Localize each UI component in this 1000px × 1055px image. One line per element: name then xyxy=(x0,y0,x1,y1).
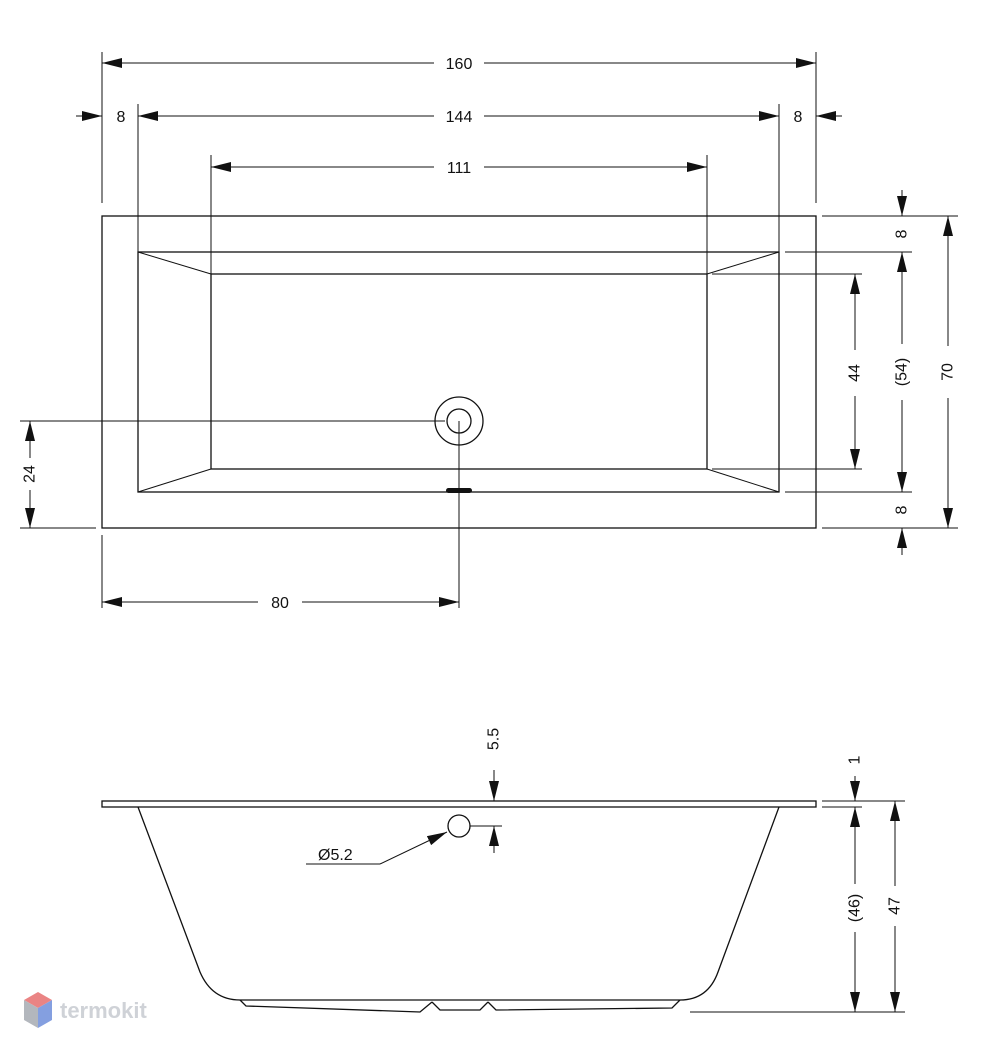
dim-rim-right: 8 xyxy=(794,109,803,126)
foot-center xyxy=(431,1001,489,1011)
dim-rim-top: 8 xyxy=(894,229,911,238)
logo-cube-left xyxy=(24,1000,38,1028)
foot-right xyxy=(487,999,681,1011)
overflow-hole xyxy=(447,814,471,838)
side-extension-lines xyxy=(690,800,905,1013)
dim-inner-width: (54) xyxy=(894,358,911,386)
dim-inner-length: 144 xyxy=(446,109,473,126)
dim-drain-from-edge: 24 xyxy=(22,465,39,483)
side-rim xyxy=(101,800,817,808)
side-body-outline xyxy=(137,806,780,1001)
watermark-logo: termokit xyxy=(24,992,147,1028)
dim-overall-length: 160 xyxy=(446,56,473,73)
dim-overall-width: 70 xyxy=(940,363,957,381)
dim-rim-left: 8 xyxy=(117,109,126,126)
watermark-brand: termokit xyxy=(60,998,147,1023)
side-view: 5.5 Ø5.2 1 (46) 47 xyxy=(101,728,905,1013)
slope-lines xyxy=(137,251,780,493)
dim-inner-depth: (46) xyxy=(847,894,864,922)
top-view: 160 144 8 8 111 70 (54) 44 8 8 2 xyxy=(20,52,958,612)
dim-drain-from-left: 80 xyxy=(271,595,289,612)
dim-rim-thickness: 1 xyxy=(847,755,864,764)
dim-bottom-width: 44 xyxy=(847,364,864,382)
foot-left xyxy=(239,999,433,1013)
extension-lines xyxy=(20,52,958,608)
dim-bottom-length: 111 xyxy=(447,160,471,177)
dim-overflow-diameter: Ø5.2 xyxy=(318,847,353,864)
dim-overflow-offset: 5.5 xyxy=(486,728,503,750)
dim-rim-bottom: 8 xyxy=(894,505,911,514)
dim-total-height: 47 xyxy=(887,897,904,915)
logo-cube-right xyxy=(38,1000,52,1028)
